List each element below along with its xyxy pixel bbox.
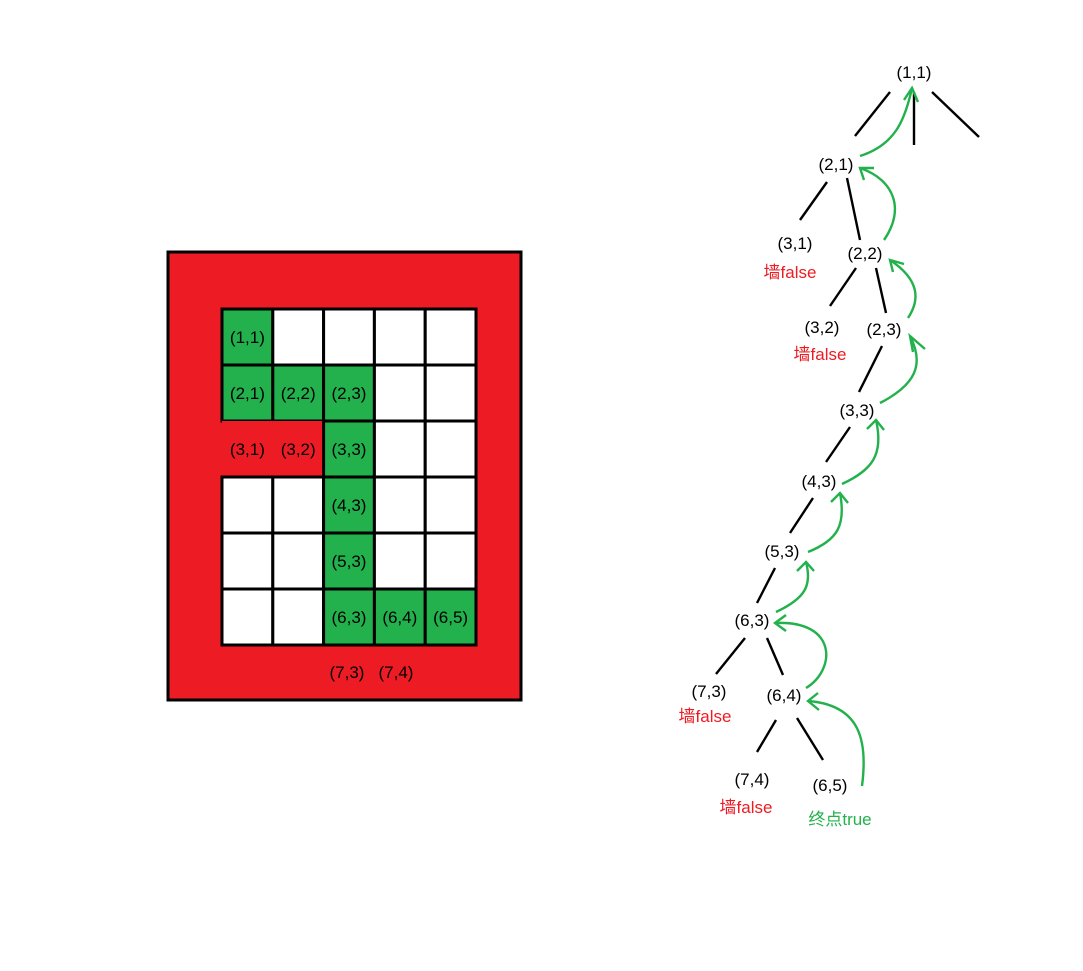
maze-cell-open — [423, 419, 478, 479]
maze-cell-label: (3,2) — [281, 440, 316, 459]
maze-cell-open — [372, 531, 427, 591]
edge-64-74 — [755, 719, 778, 753]
maze-cell-label: (2,2) — [281, 384, 316, 403]
arrow-43-33-head — [866, 418, 885, 431]
arrow-65-64 — [807, 699, 865, 787]
arrow-64-63 — [774, 621, 828, 690]
tree-status-3-2: 墙false — [794, 345, 847, 364]
arrow-33-23 — [879, 335, 918, 405]
maze-cell-label: (5,3) — [332, 552, 367, 571]
arrow-53-43 — [807, 492, 844, 554]
maze-bottom-label-1: (7,3) — [330, 663, 365, 682]
maze-cell-path — [322, 587, 376, 647]
tree-status-7-3: 墙false — [679, 707, 732, 726]
tree-node-3-3: (3,3) — [840, 401, 875, 420]
arrow-23-22-head — [888, 258, 905, 273]
edge-22-32 — [829, 267, 857, 307]
maze-cell-label: (3,3) — [332, 440, 367, 459]
maze-cell-path — [271, 363, 326, 423]
maze-cell-label: (2,3) — [332, 384, 367, 403]
maze-cell-wall — [272, 421, 324, 477]
edge-21-31 — [799, 181, 828, 221]
edge-23-33 — [857, 345, 884, 393]
tree-node-6-5: (6,5) — [813, 776, 848, 795]
tree-nodes: (1,1) (2,1) (3,1) 墙false (2,2) (3,2) 墙fa… — [679, 63, 932, 829]
edge-43-53 — [788, 497, 815, 534]
arrow-33-23-head — [908, 332, 926, 353]
edge-11-21 — [854, 91, 891, 137]
maze-bottom-label-2: (7,4) — [379, 663, 414, 682]
tree-status-6-5: 终点true — [808, 810, 871, 829]
maze-cell-label: (3,1) — [230, 440, 265, 459]
maze-diagram: (1,1) (2,1) (2,2) (2,3) (3,1) (3,2) (3,3) (4,3)… — [166, 250, 523, 702]
maze-cell-path — [322, 475, 376, 535]
arrow-65-64-head — [806, 692, 820, 711]
maze-cell-open — [423, 531, 478, 591]
maze-cell-open — [271, 587, 326, 647]
edge-22-23 — [874, 267, 888, 314]
tree-node-1-1: (1,1) — [897, 63, 932, 82]
arrow-63-53-head — [796, 560, 815, 572]
arrow-22-21-head — [858, 166, 874, 181]
tree-node-2-2: (2,2) — [848, 244, 883, 263]
edge-11-right — [931, 91, 980, 138]
arrow-21-11 — [859, 87, 914, 158]
tree-node-3-1: (3,1) — [778, 234, 813, 253]
maze-cell-open — [423, 307, 478, 367]
tree-edges — [715, 91, 980, 761]
maze-cell-label: (4,3) — [332, 496, 367, 515]
maze-cell-path — [372, 587, 427, 647]
tree-node-7-4: (7,4) — [735, 770, 770, 789]
tree-node-4-3: (4,3) — [802, 472, 837, 491]
maze-cell-label: (6,3) — [332, 608, 367, 627]
maze-cell-open — [372, 419, 427, 479]
edge-53-63 — [755, 567, 777, 604]
maze-cell-label: (2,1) — [230, 384, 265, 403]
edge-33-43 — [825, 426, 851, 463]
tree-status-7-4: 墙false — [720, 798, 773, 817]
maze-cell-path — [322, 419, 376, 479]
edge-21-22 — [845, 177, 862, 241]
edge-64-65 — [795, 717, 825, 761]
maze-cell-label: (1,1) — [230, 328, 265, 347]
arrow-21-11-head — [903, 85, 920, 103]
arrow-22-21 — [859, 166, 897, 241]
maze-cell-path — [423, 587, 478, 647]
tree-status-3-1: 墙false — [764, 263, 817, 282]
arrow-53-43-head — [830, 491, 849, 504]
backtrack-arrows — [772, 85, 926, 787]
arrow-43-33 — [841, 419, 880, 486]
maze-cell-label: (6,5) — [433, 608, 468, 627]
tree-node-6-4: (6,4) — [767, 686, 802, 705]
arrow-23-22 — [889, 259, 917, 319]
edge-63-73 — [715, 637, 746, 675]
maze-cell-label: (6,4) — [382, 608, 417, 627]
tree-node-2-3: (2,3) — [867, 320, 902, 339]
edge-63-64 — [765, 637, 785, 676]
tree-node-3-2: (3,2) — [805, 318, 840, 337]
tree-node-7-3: (7,3) — [692, 682, 727, 701]
maze-cell-open — [372, 363, 427, 423]
tree-node-5-3: (5,3) — [765, 542, 800, 561]
tree-node-2-1: (2,1) — [819, 155, 854, 174]
arrow-64-63-head — [772, 614, 787, 632]
maze-cell-wall — [222, 421, 273, 477]
tree-node-6-3: (6,3) — [735, 611, 770, 630]
arrow-63-53 — [775, 561, 810, 614]
